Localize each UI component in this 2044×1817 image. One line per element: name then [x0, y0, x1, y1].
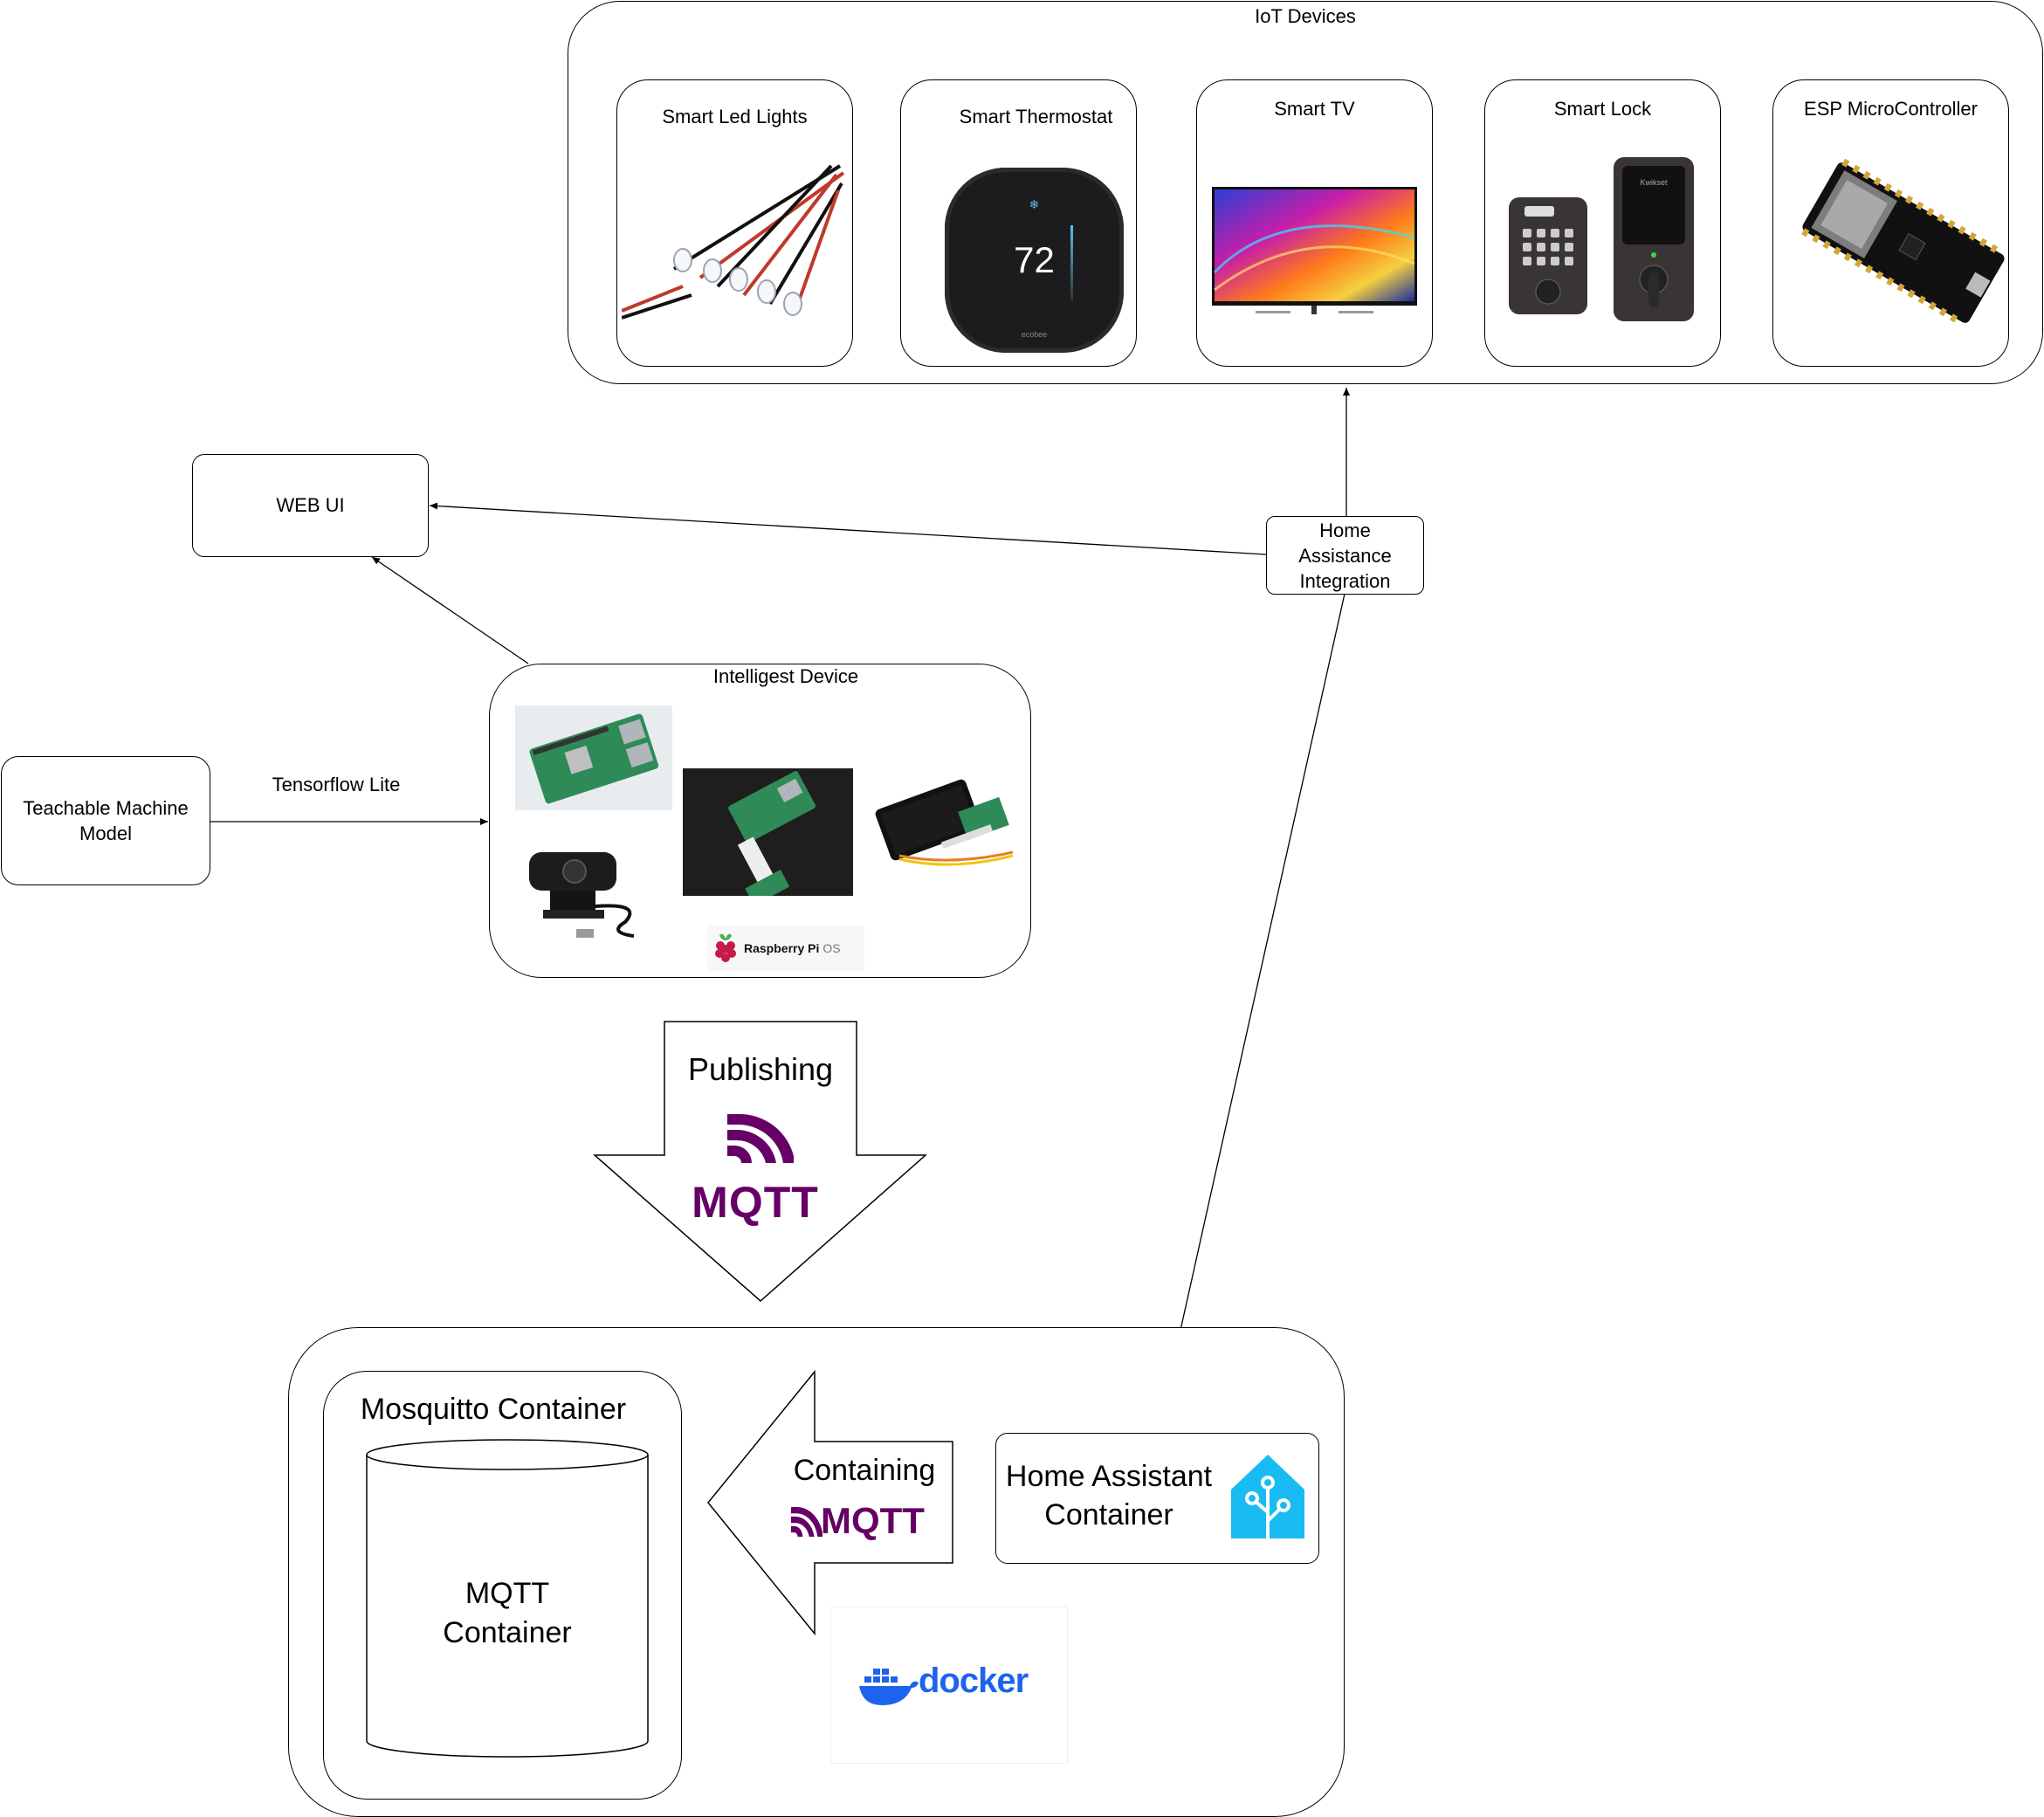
- raspberry-icon: [715, 933, 736, 962]
- smart-lock-image: Kwikset: [1509, 157, 1694, 321]
- edge-device-to-webui: [371, 556, 529, 664]
- mqtt-container-line2: Container: [443, 1616, 572, 1649]
- raspberry-pi-os-logo: Raspberry Pi OS: [707, 926, 864, 971]
- mqtt-logo-publishing: MQTT: [692, 1178, 819, 1227]
- containing-label: Containing: [793, 1454, 936, 1487]
- intelligest-device-title: Intelligest Device: [712, 665, 859, 687]
- ha-container-line1: Home Assistant: [1005, 1460, 1213, 1493]
- mqtt-container-line1: MQTT: [465, 1577, 550, 1610]
- ha-integration-line1: Home: [1319, 519, 1371, 541]
- device-label-smart-lock: Smart Lock: [1553, 98, 1652, 120]
- mqtt-container-cylinder: [366, 1439, 649, 1758]
- esp-board-image: [1801, 158, 2005, 323]
- edge-integration-to-ha-container: [1156, 593, 1345, 1433]
- docker-logo-text: docker: [919, 1662, 1029, 1700]
- iot-devices-title: IoT Devices: [1255, 5, 1356, 27]
- docker-whale-icon: [859, 1669, 919, 1705]
- device-card-led-lights: [616, 79, 853, 367]
- touch-display-image: [875, 779, 1014, 866]
- mqtt-wave-icon-containing: [791, 1507, 822, 1537]
- teachable-line2: Model: [79, 822, 132, 844]
- ha-container-line2: Container: [1044, 1498, 1173, 1531]
- smart-tv-image: [1212, 187, 1417, 314]
- webcam-image: [529, 852, 635, 938]
- device-label-led-lights: Smart Led Lights: [662, 106, 808, 127]
- ha-integration-box: Home Assistance Integration: [1266, 516, 1424, 595]
- ha-integration-line3: Integration: [1299, 569, 1391, 592]
- mqtt-wave-icon-publishing: [727, 1114, 794, 1163]
- publishing-label: Publishing: [687, 1051, 834, 1087]
- edge-label-tensorflow-lite: Tensorflow Lite: [272, 774, 401, 795]
- edge-integration-to-webui: [429, 502, 1267, 555]
- teachable-model-box: Teachable Machine Model: [1, 756, 210, 885]
- thermostat-image: ❄ 72 ecobee: [945, 168, 1124, 353]
- led-lights-image: [622, 164, 845, 320]
- mosquitto-container-title: Mosquitto Container: [360, 1393, 627, 1426]
- mqtt-logo-containing: MQTT: [821, 1500, 925, 1541]
- docker-logo-panel: docker: [830, 1607, 1068, 1764]
- raspberry-pi-os-text: Raspberry Pi: [744, 941, 820, 955]
- device-label-esp: ESP MicroController: [1804, 98, 1978, 120]
- svg-text:Kwikset: Kwikset: [1640, 178, 1668, 187]
- web-ui-label: WEB UI: [276, 494, 345, 516]
- raspberry-pi-os-suffix: OS: [822, 941, 841, 955]
- raspberry-pi-board-image: [515, 705, 672, 810]
- device-label-smart-tv: Smart TV: [1274, 98, 1355, 120]
- device-label-thermostat: Smart Thermostat: [959, 106, 1113, 127]
- thermostat-brand: ecobee: [1021, 330, 1048, 339]
- camera-ribbon-image: [683, 768, 853, 896]
- ha-integration-line2: Assistance: [1298, 544, 1392, 567]
- teachable-line1: Teachable Machine: [23, 797, 189, 819]
- thermostat-temp: 72: [1014, 239, 1055, 280]
- web-ui-box: WEB UI: [192, 454, 429, 557]
- home-assistant-icon: [1231, 1455, 1304, 1538]
